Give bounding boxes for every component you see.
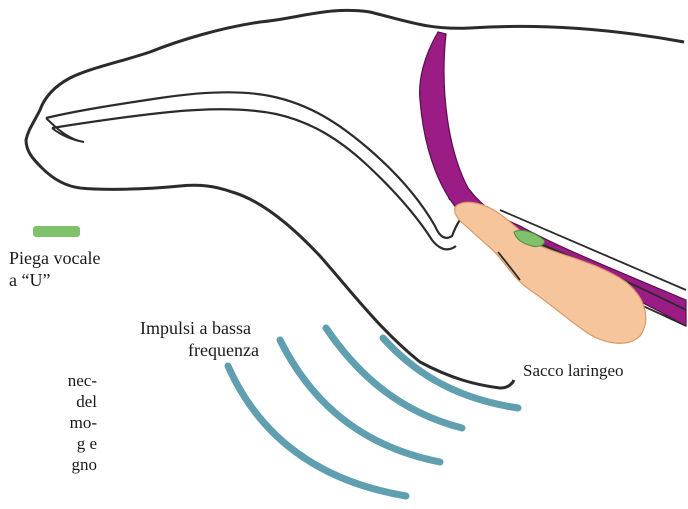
wave-2 <box>326 328 462 428</box>
vocal-fold-label-1: Piega vocale <box>9 248 100 269</box>
side-text-line: del <box>0 391 97 412</box>
vocal-fold-label-2: a “U” <box>9 270 50 291</box>
airway-upper <box>46 92 470 237</box>
pulses-label-2: frequenza <box>188 340 259 361</box>
side-text: nec- del mo- g e gno <box>0 370 97 475</box>
side-text-line: mo- <box>0 412 97 433</box>
vocal-fold-swatch <box>33 226 80 237</box>
laryngeal-sac-label: Sacco laringeo <box>523 360 624 381</box>
airway-lower <box>52 109 456 249</box>
side-text-line: nec- <box>0 370 97 391</box>
airway-tip <box>46 118 84 142</box>
side-text-line: gno <box>0 454 97 475</box>
side-text-line: g e <box>0 433 97 454</box>
pulses-label-1: Impulsi a bassa <box>140 318 251 339</box>
